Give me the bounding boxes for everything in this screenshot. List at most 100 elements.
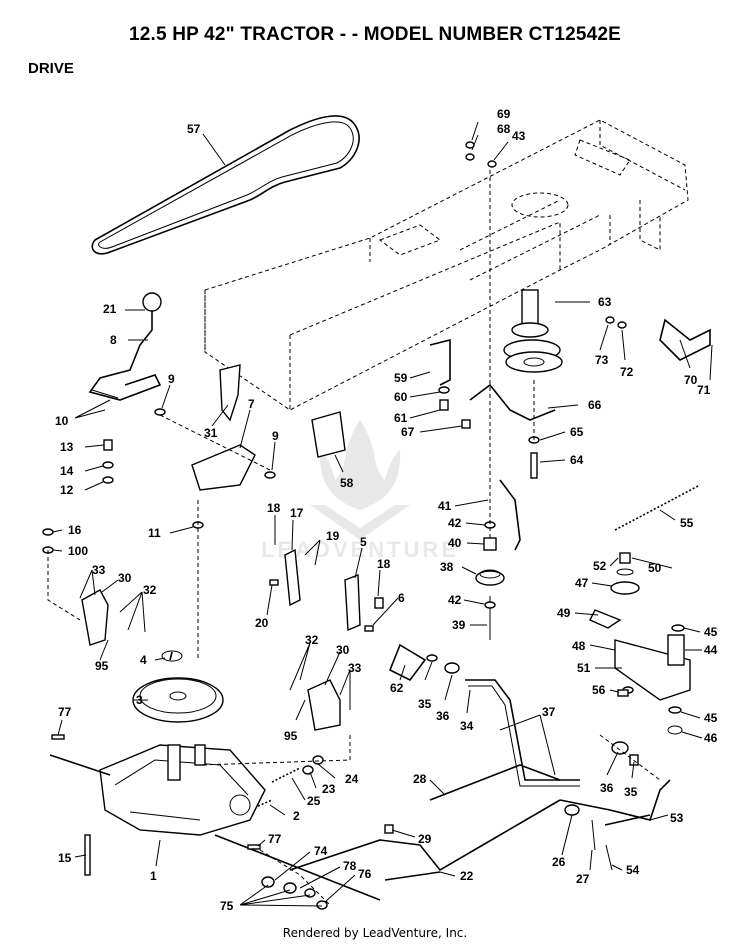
callout-23: 23	[322, 782, 336, 796]
callout-33a: 33	[92, 563, 106, 577]
callout-13: 13	[60, 440, 74, 454]
page-title: 12.5 HP 42" TRACTOR - - MODEL NUMBER CT1…	[128, 24, 622, 45]
callout-11: 11	[148, 526, 161, 540]
callout-32b: 32	[305, 633, 319, 647]
section-heading: DRIVE	[28, 60, 74, 77]
callout-39: 39	[452, 618, 466, 632]
callout-26: 26	[552, 855, 566, 869]
callout-28: 28	[413, 772, 427, 786]
callout-18a: 18	[267, 501, 281, 515]
callout-3: 3	[136, 693, 143, 707]
watermark-logo: LEADVENTURE	[261, 420, 459, 560]
shift-lever	[88, 292, 162, 401]
callout-10: 10	[55, 414, 69, 428]
callout-42b: 42	[448, 593, 462, 607]
callout-70: 70	[684, 373, 698, 387]
callout-77b: 77	[268, 832, 282, 846]
callout-67: 67	[401, 425, 415, 439]
callout-9a: 9	[168, 372, 175, 386]
brackets	[81, 318, 711, 731]
callout-56: 56	[592, 683, 606, 697]
pedal-shafts	[289, 643, 671, 881]
callout-33b: 33	[348, 661, 362, 675]
transaxle-pulley-3	[132, 650, 224, 723]
callout-45a: 45	[704, 625, 718, 639]
callout-43: 43	[512, 129, 526, 143]
callout-44: 44	[704, 643, 718, 657]
idler-pulley-47	[610, 552, 640, 595]
callout-47: 47	[575, 576, 589, 590]
callout-6: 6	[398, 591, 405, 605]
callout-40: 40	[448, 536, 462, 550]
callout-61: 61	[394, 411, 408, 425]
callout-71: 71	[697, 383, 711, 397]
callout-15: 15	[58, 851, 72, 865]
idler-pulley-38	[475, 537, 505, 640]
watermark-text: LEADVENTURE	[261, 537, 459, 560]
callout-95b: 95	[284, 729, 298, 743]
callout-24: 24	[345, 772, 359, 786]
callout-2: 2	[293, 809, 300, 823]
callout-63: 63	[598, 295, 612, 309]
callout-73: 73	[595, 353, 609, 367]
callout-66: 66	[588, 398, 602, 412]
callout-31: 31	[204, 426, 218, 440]
leader-lines	[52, 121, 713, 907]
callout-21: 21	[103, 302, 117, 316]
callout-77a: 77	[58, 705, 72, 719]
engine-pulley-63	[503, 289, 563, 373]
callout-46: 46	[704, 731, 718, 745]
callout-42a: 42	[448, 516, 462, 530]
callout-49: 49	[557, 606, 571, 620]
callout-14: 14	[60, 464, 74, 478]
callout-74: 74	[314, 844, 328, 858]
callout-54: 54	[626, 863, 640, 877]
callout-68: 68	[497, 122, 511, 136]
callout-72: 72	[620, 365, 634, 379]
callout-62: 62	[390, 681, 404, 695]
callout-7: 7	[248, 397, 255, 411]
callout-5: 5	[360, 535, 367, 549]
callout-4: 4	[140, 653, 147, 667]
callout-22: 22	[460, 869, 474, 883]
callout-32a: 32	[143, 583, 157, 597]
callout-20: 20	[255, 616, 269, 630]
callout-69: 69	[497, 107, 511, 121]
callout-16: 16	[68, 523, 82, 537]
callout-53: 53	[670, 811, 684, 825]
callout-64: 64	[570, 453, 584, 467]
callout-8: 8	[110, 333, 117, 347]
callout-41: 41	[438, 499, 452, 513]
callout-52: 52	[593, 559, 607, 573]
center-lines	[47, 170, 661, 906]
callout-76: 76	[358, 867, 372, 881]
callout-35a: 35	[418, 697, 432, 711]
callout-1: 1	[150, 869, 157, 883]
callout-18b: 18	[377, 557, 391, 571]
callout-27: 27	[576, 872, 590, 886]
footer-credit: Rendered by LeadVenture, Inc.	[282, 926, 468, 940]
springs	[257, 767, 301, 807]
callout-38: 38	[440, 560, 454, 574]
callout-25: 25	[307, 794, 321, 808]
callout-12: 12	[60, 483, 74, 497]
callout-35b: 35	[624, 785, 638, 799]
callout-78: 78	[343, 859, 357, 873]
callout-51: 51	[577, 661, 591, 675]
callout-19: 19	[326, 529, 340, 543]
callout-95a: 95	[95, 659, 109, 673]
transaxle	[49, 744, 381, 901]
callout-45b: 45	[704, 711, 718, 725]
callout-60: 60	[394, 390, 408, 404]
callout-36b: 36	[600, 781, 614, 795]
callout-100: 100	[68, 544, 88, 558]
callout-17: 17	[290, 506, 304, 520]
callout-50: 50	[648, 561, 662, 575]
spring-55	[614, 484, 701, 531]
callout-65: 65	[570, 425, 584, 439]
callout-30b: 30	[336, 643, 350, 657]
drive-belt	[91, 115, 360, 255]
callout-37: 37	[542, 705, 556, 719]
callout-55: 55	[680, 516, 694, 530]
